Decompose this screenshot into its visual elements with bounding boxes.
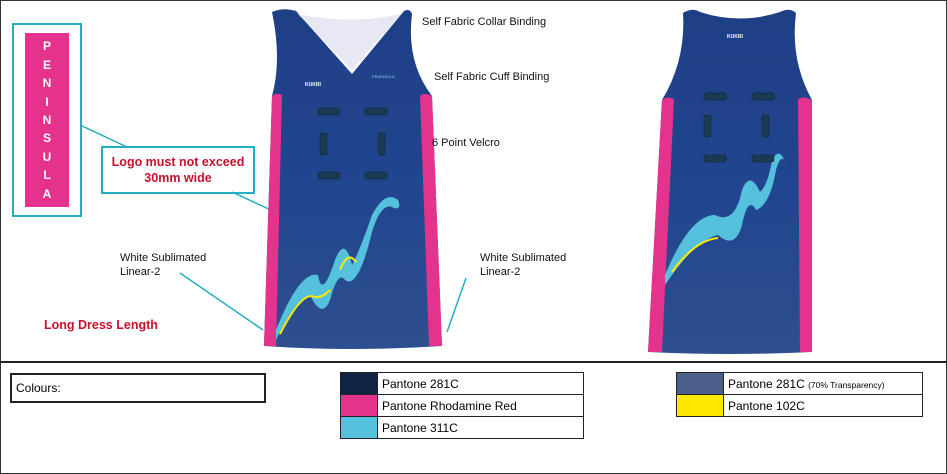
colour-name: Pantone 311C	[377, 416, 584, 439]
note-line: Linear-2	[120, 266, 161, 278]
logo-letter: N	[42, 112, 52, 127]
colour-row: Pantone 102C	[676, 394, 923, 417]
sublimated-note-left: White Sublimated Linear-2	[120, 251, 206, 279]
swatch	[340, 416, 378, 439]
note-line: White Sublimated	[120, 252, 207, 264]
length-note: Long Dress Length	[44, 318, 158, 332]
club-logo-sample: P E N I N S U L A	[12, 23, 82, 217]
logo-letter: S	[42, 131, 51, 146]
logo-size-warning: Logo must not exceed 30mm wide	[101, 146, 255, 194]
colour-name-text: Pantone 281C	[728, 376, 805, 391]
logo-letter: N	[42, 76, 52, 91]
warning-line: 30mm wide	[144, 171, 212, 185]
logo-letter: L	[43, 168, 51, 183]
colour-name: Pantone 281C (70% Transparency)	[723, 372, 923, 395]
colour-row: Pantone Rhodamine Red	[340, 394, 584, 417]
note-line: Linear-2	[480, 266, 521, 278]
swatch	[340, 372, 378, 395]
swatch	[340, 394, 378, 417]
colour-row: Pantone 281C (70% Transparency)	[676, 372, 923, 395]
section-divider	[0, 361, 947, 363]
svg-text:KUKRI: KUKRI	[727, 34, 743, 40]
colour-note: (70% Transparency)	[808, 379, 885, 390]
dress-illustrations: KUKRI PENINSULA KUKRI	[79, 9, 812, 355]
colours-label: Colours:	[10, 373, 266, 403]
logo-letter: E	[42, 57, 51, 72]
svg-text:PENINSULA: PENINSULA	[372, 74, 395, 79]
swatch	[676, 372, 724, 395]
logo-letter: A	[42, 186, 52, 201]
collar-note: Self Fabric Collar Binding	[422, 16, 547, 28]
colour-row: Pantone 311C	[340, 416, 584, 439]
logo-letter: P	[42, 39, 51, 54]
front-dress: KUKRI PENINSULA	[264, 9, 442, 349]
cuff-note: Self Fabric Cuff Binding	[434, 71, 550, 83]
note-line: White Sublimated	[480, 252, 567, 264]
colour-name: Pantone 102C	[723, 394, 923, 417]
colour-name: Pantone 281C	[377, 372, 584, 395]
colour-table-primary: Pantone 281C Pantone Rhodamine Red Panto…	[340, 372, 584, 439]
velcro-note: 6 Point Velcro	[432, 137, 500, 149]
logo-letter: U	[42, 149, 52, 164]
peninsula-logo: P E N I N S U L A	[25, 33, 69, 207]
swatch	[676, 394, 724, 417]
logo-letter: I	[45, 94, 49, 109]
back-dress: KUKRI	[648, 9, 812, 355]
colour-table-secondary: Pantone 281C (70% Transparency) Pantone …	[676, 372, 923, 417]
colour-row: Pantone 281C	[340, 372, 584, 395]
colour-name: Pantone Rhodamine Red	[377, 394, 584, 417]
warning-line: Logo must not exceed	[111, 155, 245, 169]
sublimated-note-right: White Sublimated Linear-2	[480, 251, 566, 279]
svg-text:KUKRI: KUKRI	[305, 82, 321, 88]
